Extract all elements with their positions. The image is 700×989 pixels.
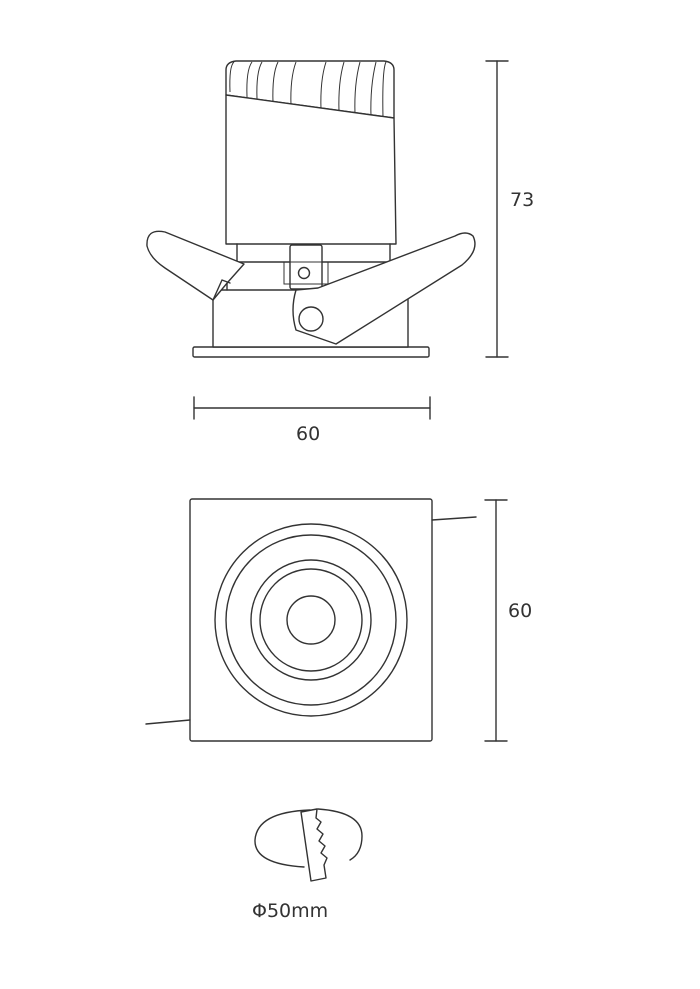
width-dimension-label: 60 [296, 423, 320, 445]
outer-ring-inner [225, 534, 397, 706]
spring-wire-right [431, 516, 477, 521]
height-dimension-label: 73 [510, 189, 534, 211]
main-body [225, 94, 397, 245]
right-spring-clip [292, 232, 476, 345]
pivot-screw [297, 266, 311, 280]
led-lens [286, 595, 336, 645]
spring-wire-left [145, 719, 191, 725]
reflector-ring [250, 559, 372, 681]
top-height-dimension [484, 499, 508, 742]
heat-sink-cap [225, 60, 395, 119]
outer-ring [214, 523, 408, 717]
left-spring-clip [146, 230, 245, 301]
cutout-ellipse-right [317, 808, 363, 861]
height-dimension [485, 60, 509, 358]
top-view: 60 [145, 498, 532, 742]
reflector-ring-inner [259, 568, 363, 672]
right-clip-rivet [298, 306, 324, 332]
cutout-diameter-label: Φ50mm [252, 900, 328, 922]
pivot-plate [283, 261, 329, 285]
side-view: 73 60 [146, 60, 534, 445]
cutout-ellipse-left [254, 809, 311, 868]
cutout-symbol: Φ50mm [252, 808, 363, 922]
pivot-bracket [289, 244, 323, 290]
top-height-dimension-label: 60 [508, 600, 532, 622]
left-clip-hinge [212, 279, 231, 301]
cutout-saw-edge [300, 808, 328, 882]
width-dimension [193, 396, 431, 420]
heat-sink-fins [229, 61, 387, 119]
base-flange [192, 346, 430, 358]
